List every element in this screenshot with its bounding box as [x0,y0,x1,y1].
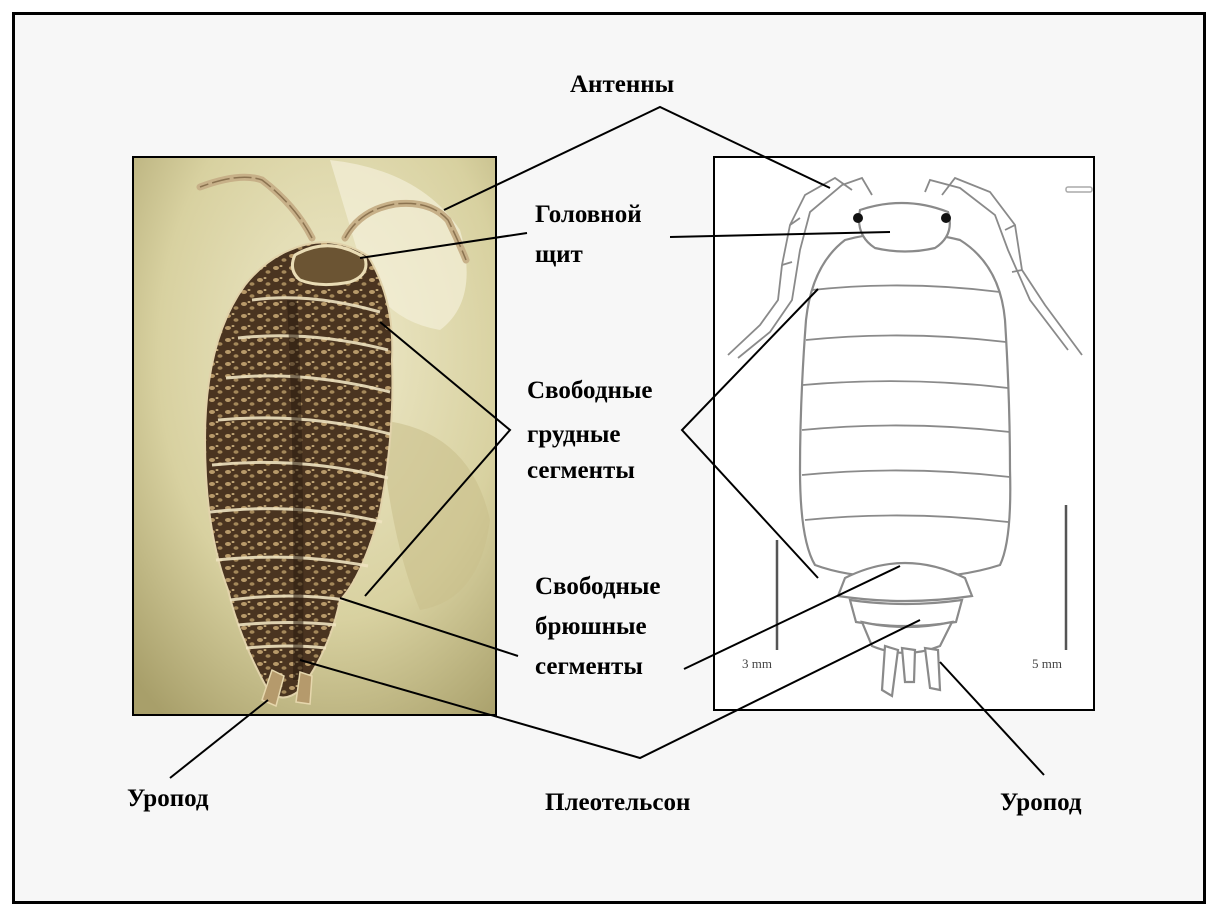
label-thoracic-line1: Свободные [527,377,653,404]
scale-label-right: 5 mm [1032,656,1062,671]
label-uropod-left: Уропод [127,785,209,812]
label-uropod-right: Уропод [1000,789,1082,816]
label-antennae: Антенны [570,71,674,98]
label-thoracic-line3: сегменты [527,457,635,484]
label-head-shield-line1: Головной [535,201,642,228]
scale-label-left: 3 mm [742,656,772,671]
label-thoracic-line2: грудные [527,421,621,448]
label-abdominal-line3: сегменты [535,653,643,680]
label-head-shield-line2: щит [535,241,583,268]
label-abdominal-line2: брюшные [535,613,647,640]
label-abdominal-line1: Свободные [535,573,661,600]
label-pleotelson: Плеотельсон [545,789,690,816]
